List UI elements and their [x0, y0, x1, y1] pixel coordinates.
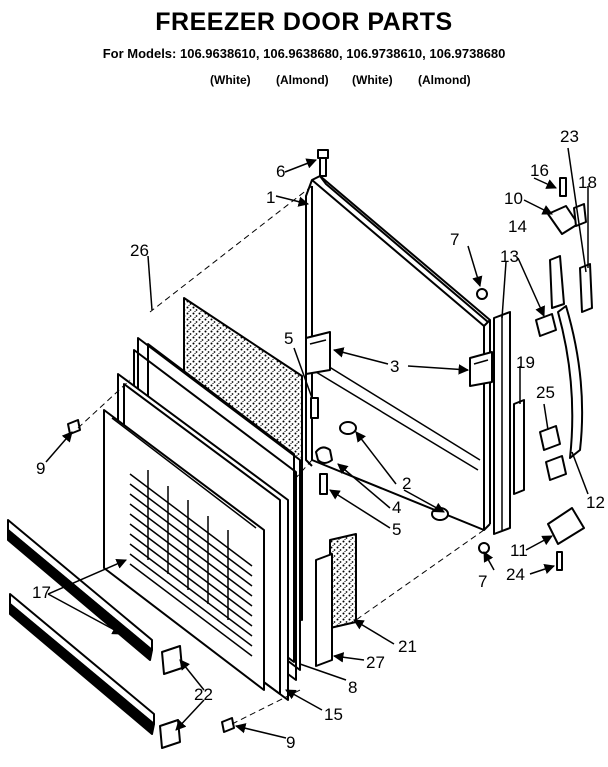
callout-26: 26: [130, 241, 149, 260]
shelf-end-cap-22: [159, 645, 183, 749]
callout-25: 25: [536, 383, 555, 402]
callout-18: 18: [578, 173, 597, 192]
callout-labels: 1 2 3 4 5 5 6 7 7 8 9 9 10 11 12 13 14 1…: [32, 127, 605, 752]
callout-13: 13: [500, 247, 519, 266]
model-color-2: (Almond): [276, 73, 329, 87]
callout-5-upper: 5: [284, 329, 293, 348]
callout-5-lower: 5: [392, 520, 401, 539]
callout-2: 2: [402, 474, 411, 493]
callout-12: 12: [586, 493, 605, 512]
screw-part-9: [67, 419, 235, 733]
callout-11: 11: [510, 541, 528, 560]
leader-lines: [45, 147, 589, 739]
screw-part-5: [310, 397, 328, 495]
insulation-strip-21: [329, 533, 357, 629]
callout-4: 4: [392, 498, 401, 517]
diagram-title: FREEZER DOOR PARTS: [155, 8, 453, 36]
callout-3: 3: [390, 357, 399, 376]
callout-23: 23: [560, 127, 579, 146]
model-color-1: (White): [210, 73, 251, 87]
callout-9-bottom: 9: [286, 733, 295, 752]
callout-27: 27: [366, 653, 385, 672]
callout-7-lower: 7: [478, 572, 487, 591]
callout-21: 21: [398, 637, 417, 656]
bumper-part-4: [315, 446, 333, 464]
models-line: For Models: 106.9638610, 106.9638680, 10…: [102, 46, 506, 61]
door-frame-part: [305, 175, 491, 531]
callout-17: 17: [32, 583, 51, 602]
handle-insert-19: [513, 399, 525, 495]
outer-door-panel-15: [103, 373, 289, 701]
callout-15: 15: [324, 705, 343, 724]
model-color-3: (White): [352, 73, 393, 87]
callout-9-left: 9: [36, 459, 45, 478]
callout-14: 14: [508, 217, 527, 236]
model-color-4: (Almond): [418, 73, 471, 87]
callout-6: 6: [276, 162, 285, 181]
callout-8: 8: [348, 678, 357, 697]
callout-19: 19: [516, 353, 535, 372]
door-handle-assembly: [535, 177, 593, 571]
callout-1: 1: [266, 188, 275, 207]
trim-strip-13: [493, 311, 511, 535]
callout-16: 16: [530, 161, 549, 180]
screw-part-6: [317, 149, 329, 177]
callout-10: 10: [504, 189, 523, 208]
callout-24: 24: [506, 565, 525, 584]
callout-7-upper: 7: [450, 230, 459, 249]
spacer-part-27: [315, 553, 333, 667]
door-stop-bracket-3: [305, 331, 493, 387]
callout-22: 22: [194, 685, 213, 704]
